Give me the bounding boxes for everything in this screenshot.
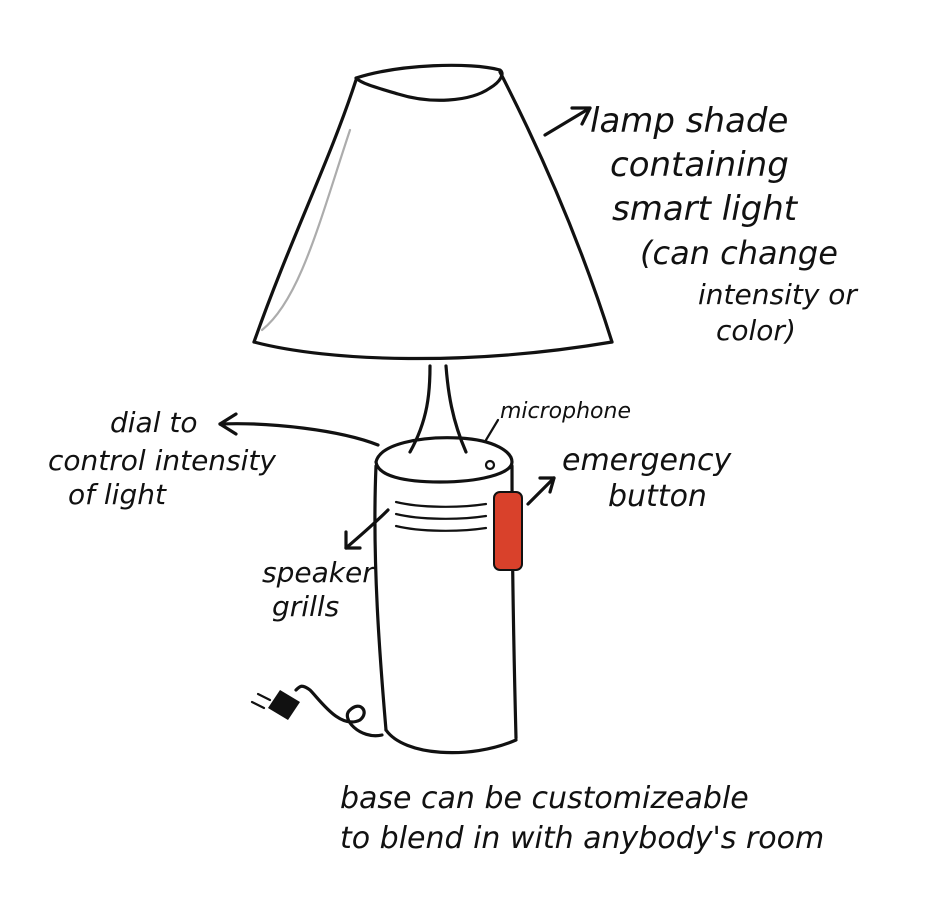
base-label: base can be customizeable to blend in wi… bbox=[340, 781, 824, 856]
emergency-label-line-2: button bbox=[608, 479, 707, 514]
microphone-arrow bbox=[486, 420, 498, 440]
speaker-arrow bbox=[346, 510, 388, 548]
base-label-line-1: base can be customizeable bbox=[340, 781, 749, 816]
shade-label-line-4: (can change bbox=[640, 234, 838, 272]
shade-label: lamp shade containing smart light (can c… bbox=[590, 101, 858, 347]
shade-label-line-6: color) bbox=[716, 314, 796, 347]
emergency-label: emergency button bbox=[562, 443, 732, 514]
microphone-label: microphone bbox=[500, 399, 631, 424]
shade-label-line-5: intensity or bbox=[698, 278, 858, 311]
speaker-label-line-1: speaker bbox=[262, 556, 375, 589]
dial-arrow bbox=[220, 414, 378, 445]
shade-label-line-2: containing bbox=[610, 145, 789, 185]
plug-icon bbox=[252, 690, 300, 720]
shade-label-line-3: smart light bbox=[612, 189, 799, 229]
shade-label-line-1: lamp shade bbox=[590, 101, 788, 141]
speaker-label: speaker grills bbox=[262, 556, 375, 623]
lamp-shade bbox=[254, 65, 612, 358]
power-cord bbox=[296, 686, 382, 736]
emergency-arrow bbox=[528, 478, 554, 504]
speaker-grills bbox=[396, 502, 486, 531]
shade-arrow bbox=[545, 108, 590, 135]
base-label-line-2: to blend in with anybody's room bbox=[340, 821, 824, 856]
speaker-label-line-2: grills bbox=[272, 590, 339, 623]
emergency-button bbox=[494, 492, 522, 570]
dial-label-line-3: of light bbox=[68, 478, 167, 511]
dial-label-line-2: control intensity bbox=[48, 444, 276, 477]
lamp-base bbox=[375, 438, 516, 753]
dial-label-line-1: dial to bbox=[110, 406, 198, 439]
dial-label: dial to control intensity of light bbox=[48, 406, 276, 511]
emergency-label-line-1: emergency bbox=[562, 443, 732, 478]
